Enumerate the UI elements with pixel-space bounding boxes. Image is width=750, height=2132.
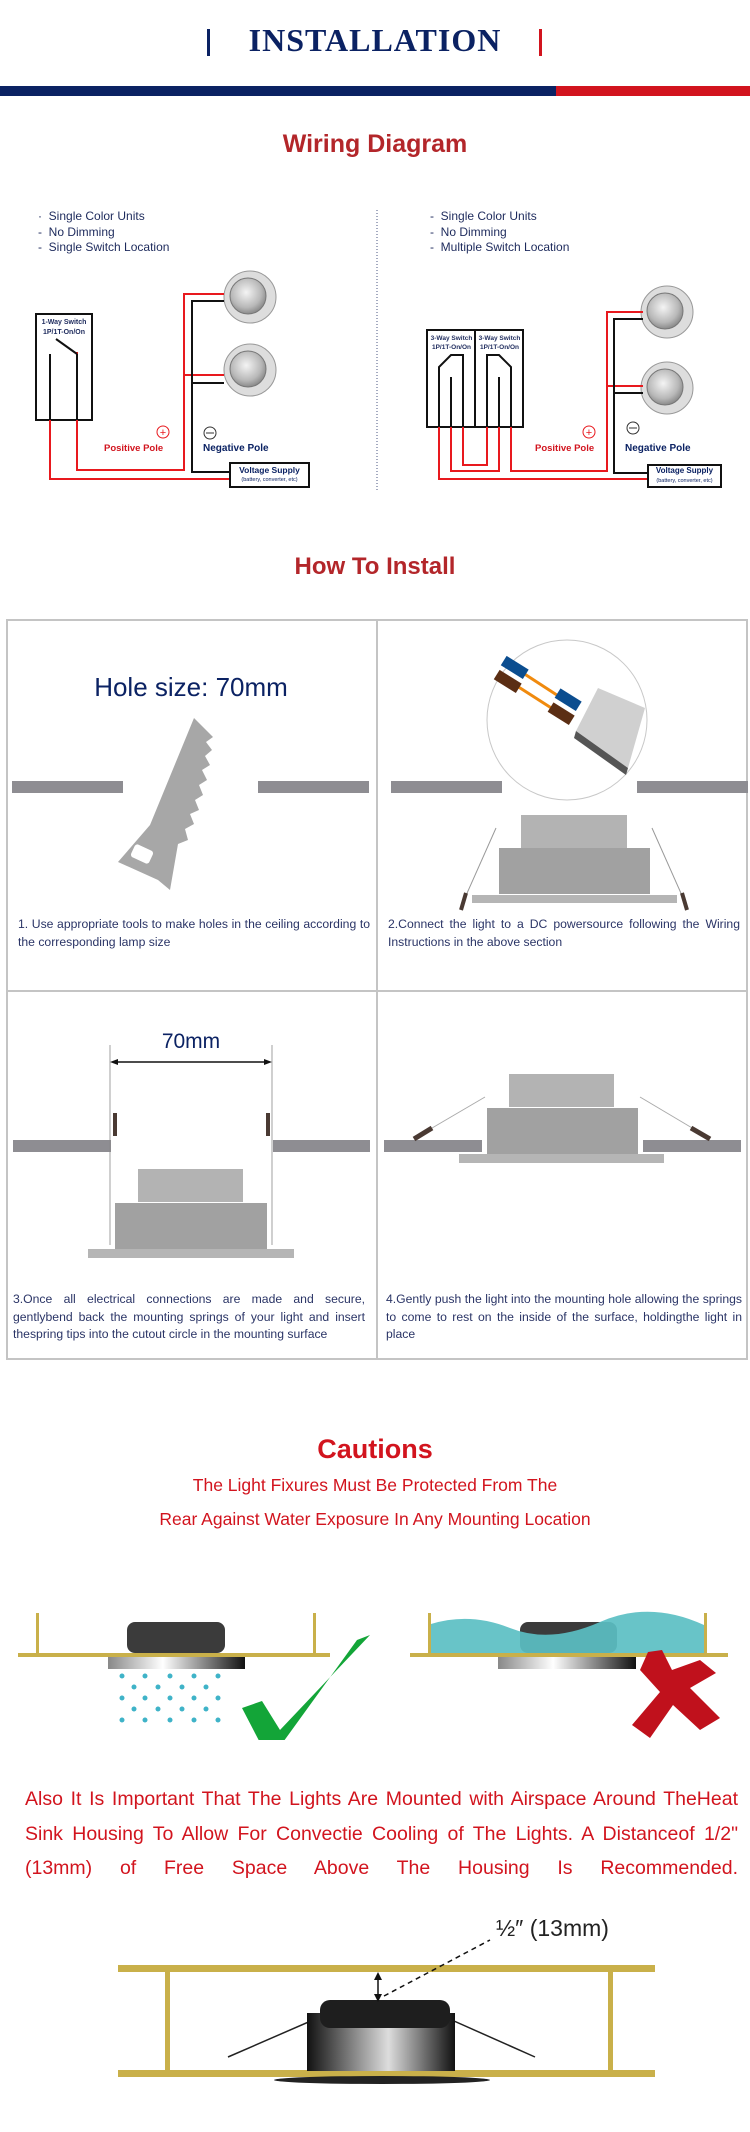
step-1-text: 1. Use appropriate tools to make holes i…: [18, 917, 370, 949]
bullet: Single Color Units: [440, 209, 537, 223]
header-rule-red: [556, 86, 750, 96]
install-illustrations: [12, 639, 748, 1258]
downlight-icon: [640, 285, 694, 339]
plus-icon: [156, 425, 170, 439]
voltage-supply-box: [229, 462, 310, 488]
title-bar-left: [207, 29, 210, 56]
hole-size-label: Hole size: 70mm: [94, 672, 288, 702]
bullet: No Dimming: [440, 224, 507, 239]
voltage-supply-label: Voltage Supply(battery, converter, etc): [655, 466, 714, 484]
negative-pole-label: Negative Pole: [625, 443, 691, 454]
minus-icon: [203, 426, 217, 440]
voltage-supply-box: [647, 464, 722, 488]
header-rule-navy: [0, 86, 556, 96]
wiring-heading: Wiring Diagram: [282, 130, 468, 158]
downlight-icon: [223, 270, 277, 324]
airspace-paragraph: Also It Is Important That The Lights Are…: [25, 1788, 738, 1879]
voltage-supply-label: Voltage Supply(battery, converter, etc): [239, 465, 300, 483]
downlight-icon: [640, 361, 694, 415]
grid-divider: [6, 990, 748, 992]
plus-icon: [582, 425, 596, 439]
positive-pole-label: Positive Pole: [104, 443, 164, 454]
bullet: Multiple Switch Location: [440, 240, 570, 254]
caution-line-1: The Light Fixures Must Be Protected From…: [192, 1475, 558, 1495]
svg-text:+: +: [160, 427, 166, 439]
clearance-illustration: [118, 1939, 655, 2084]
downlight-side-icon: [459, 815, 689, 911]
step-3-text: 3.Once all electrical connections are ma…: [13, 1292, 365, 1341]
page-title: INSTALLATION: [248, 22, 502, 58]
cross-icon: [632, 1650, 720, 1738]
negative-pole-label: Negative Pole: [203, 443, 269, 454]
positive-pole-label: Positive Pole: [535, 443, 595, 454]
install-heading: How To Install: [294, 553, 456, 580]
bullet: Single Switch Location: [48, 240, 170, 254]
downlight-icon: [223, 343, 277, 397]
water-exposure-illustration: [18, 1611, 728, 1740]
wiring-diagram: + +: [35, 210, 722, 492]
wiring-right-bullets: - Single Color Units - No Dimming - Mult…: [430, 209, 570, 254]
step-2-text: 2.Connect the light to a DC powersource …: [388, 917, 740, 949]
water-level: [431, 1611, 704, 1653]
bullet: Single Color Units: [48, 209, 145, 223]
heat-sink: [127, 1622, 225, 1653]
water-drops: [119, 1673, 221, 1723]
wire-connector-icon: [486, 639, 648, 801]
switch-box: [35, 313, 93, 421]
check-icon: [242, 1635, 370, 1740]
grid-divider: [376, 619, 378, 1360]
downlight-side-icon: [412, 1074, 712, 1163]
cautions-heading: Cautions: [317, 1434, 433, 1464]
title-bar-right: [539, 29, 542, 56]
dimension-label: 70mm: [161, 1030, 221, 1053]
caution-line-2: Rear Against Water Exposure In Any Mount…: [159, 1509, 591, 1529]
heat-sink: [320, 2000, 450, 2028]
clearance-label: ½″ (13mm): [496, 1915, 609, 1941]
bullet: No Dimming: [48, 224, 115, 239]
wiring-left-bullets: · Single Color Units - No Dimming - Sing…: [38, 209, 170, 254]
svg-text:+: +: [586, 427, 592, 439]
step-4-text: 4.Gently push the light into the mountin…: [386, 1292, 742, 1341]
minus-icon: [626, 421, 640, 435]
downlight-side-icon: [88, 1045, 294, 1258]
saw-icon: [118, 718, 213, 890]
